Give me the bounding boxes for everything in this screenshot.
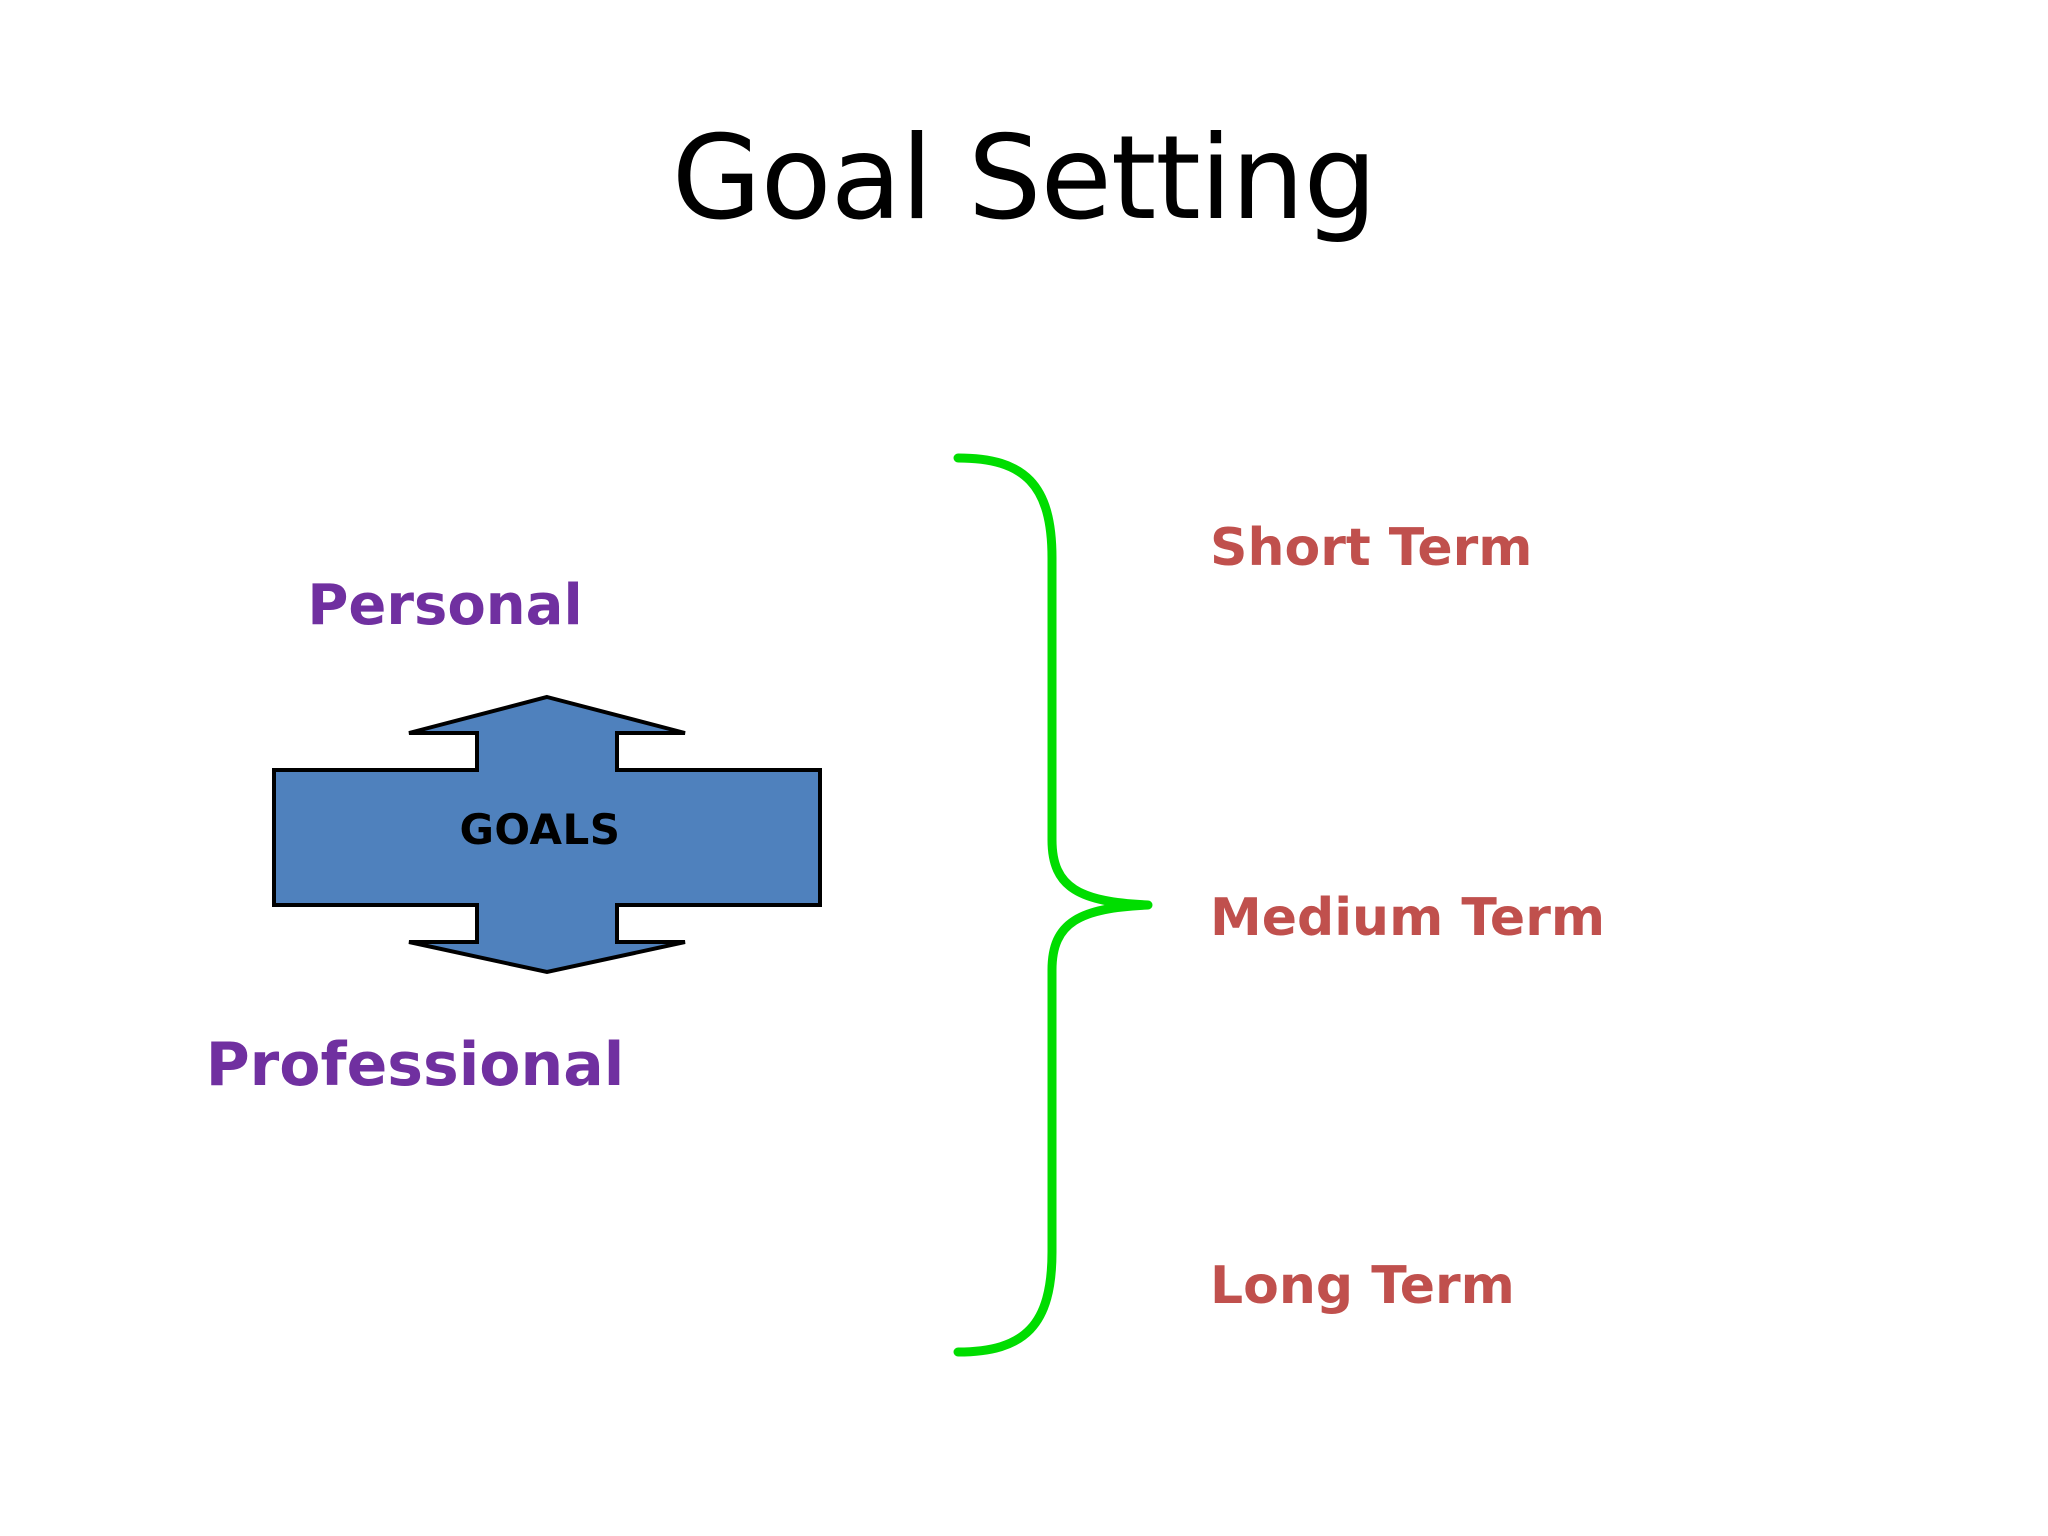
goals-diagram-group: Personal GOALS Professional [0, 0, 1000, 1536]
term-label-medium: Medium Term [1210, 888, 1606, 948]
page-title: Goal Setting [671, 111, 1377, 246]
label-professional: Professional [205, 1030, 625, 1100]
curly-brace-icon [953, 453, 1153, 1357]
goals-arrow-icon [272, 694, 822, 975]
label-personal: Personal [307, 573, 583, 638]
green-brace [930, 440, 1190, 1390]
term-label-short: Short Term [1210, 518, 1533, 578]
term-label-long: Long Term [1210, 1256, 1515, 1316]
goals-arrow-shape[interactable] [260, 685, 840, 990]
